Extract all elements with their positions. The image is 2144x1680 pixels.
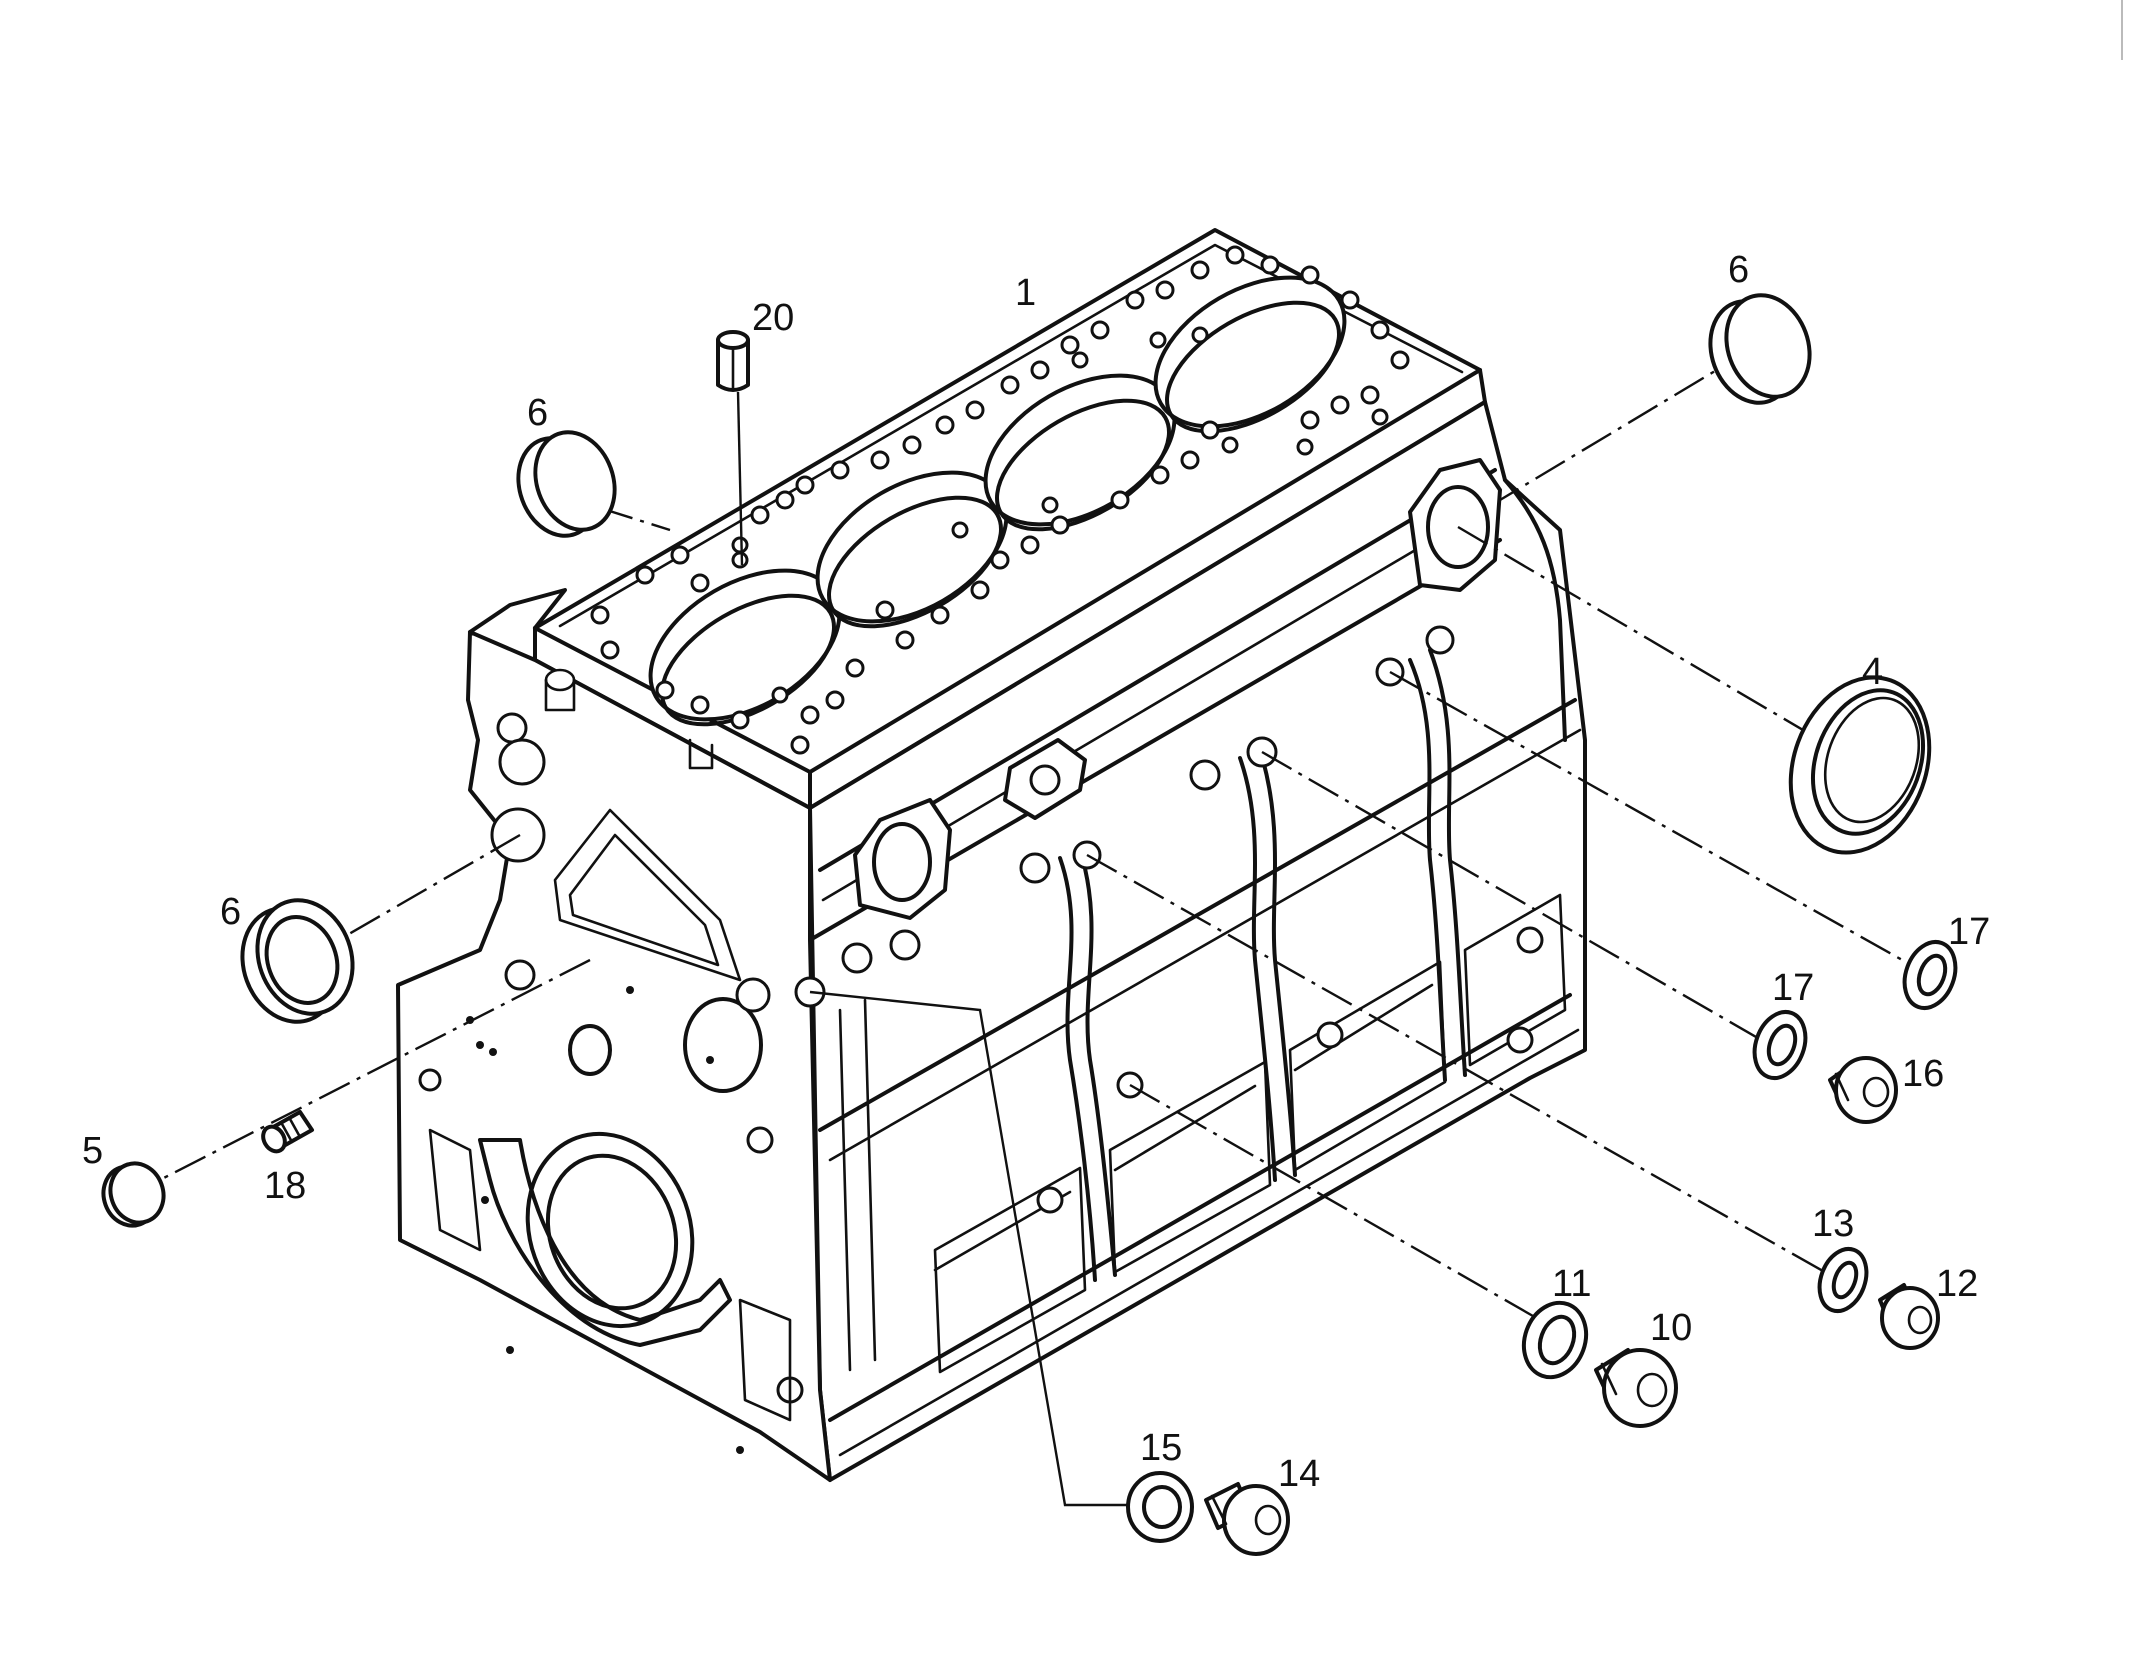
cylinder-block xyxy=(396,228,1587,1482)
part-11-washer xyxy=(1521,1300,1589,1380)
label-18: 18 xyxy=(264,1165,306,1207)
label-17-middle: 17 xyxy=(1772,967,1814,1009)
leader-lines xyxy=(149,348,1921,1507)
label-15: 15 xyxy=(1140,1427,1182,1469)
part-6-seal-left xyxy=(240,898,355,1024)
part-12-plug-screw xyxy=(1878,1283,1940,1350)
deck-holes xyxy=(590,245,1410,755)
label-13: 13 xyxy=(1812,1203,1854,1245)
part-6-core-plug-upper-left xyxy=(516,430,617,538)
label-10: 10 xyxy=(1650,1307,1692,1349)
part-15-washer xyxy=(1126,1471,1194,1543)
part-10-plug-screw xyxy=(1594,1348,1678,1428)
part-16-plug-screw xyxy=(1828,1056,1898,1124)
label-14: 14 xyxy=(1278,1453,1320,1495)
label-4: 4 xyxy=(1862,651,1883,693)
label-17-right: 17 xyxy=(1948,911,1990,953)
part-6-core-plug-upper-right xyxy=(1708,293,1812,405)
part-17-washer-middle xyxy=(1752,1010,1808,1080)
part-5-plug xyxy=(101,1161,166,1228)
label-12: 12 xyxy=(1936,1263,1978,1305)
callout-labels: 1 20 6 6 6 4 17 17 16 5 18 13 12 11 10 1… xyxy=(82,249,1990,1495)
part-14-plug-screw xyxy=(1204,1482,1290,1556)
label-20: 20 xyxy=(752,297,794,339)
label-5: 5 xyxy=(82,1130,103,1172)
label-16: 16 xyxy=(1902,1053,1944,1095)
part-17-washer-right xyxy=(1902,940,1958,1010)
label-6-upper-right: 6 xyxy=(1728,249,1749,291)
part-20-dowel xyxy=(716,330,750,392)
part-13-washer xyxy=(1817,1247,1869,1313)
label-6-lower-left: 6 xyxy=(220,891,241,933)
part-18-threaded-plug xyxy=(261,1110,314,1154)
label-1: 1 xyxy=(1015,272,1036,314)
label-6-upper-left: 6 xyxy=(527,392,548,434)
part-4-seal-ring xyxy=(1788,675,1932,855)
label-11: 11 xyxy=(1552,1263,1591,1305)
